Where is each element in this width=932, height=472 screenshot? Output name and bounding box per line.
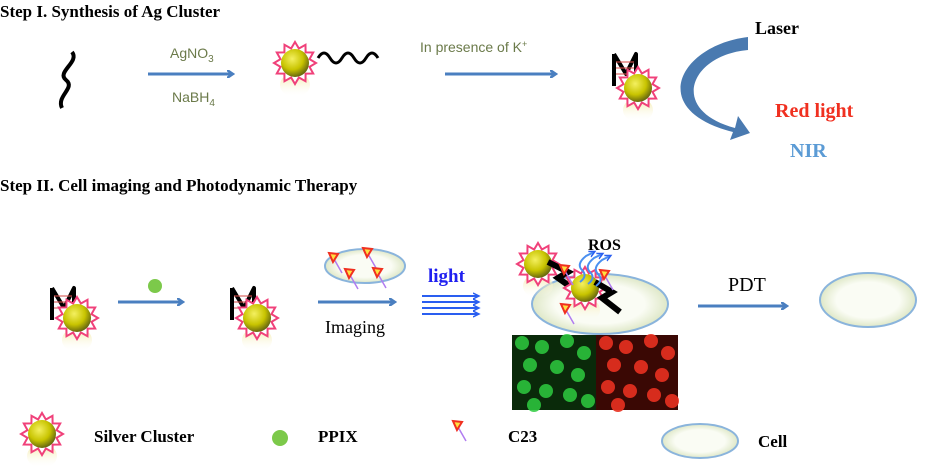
fluorescence-micrograph xyxy=(512,334,679,412)
cell-blob xyxy=(611,398,625,412)
cell-blob xyxy=(523,358,537,372)
cell-blob xyxy=(655,368,669,382)
cell-blob xyxy=(665,394,679,408)
legend-silver-cluster-icon xyxy=(20,412,64,469)
cell-blob xyxy=(619,340,633,354)
cell-blob xyxy=(577,346,591,360)
g-quadruplex-icon xyxy=(593,279,622,315)
cell-blob xyxy=(535,340,549,354)
pdt-label: PDT xyxy=(728,274,766,296)
cell-blob xyxy=(634,360,648,374)
cell-blob xyxy=(571,368,585,382)
step1-title: Step I. Synthesis of Ag Cluster xyxy=(0,2,221,21)
condition-label: In presence of K+ xyxy=(420,39,527,55)
cell-blob xyxy=(607,358,621,372)
silver-cluster-icon xyxy=(616,66,660,123)
ros-waves-icon xyxy=(578,252,610,287)
cell-blob xyxy=(647,388,661,402)
imaging-label: Imaging xyxy=(325,317,385,337)
reagent-nabh4: NaBH4 xyxy=(172,89,215,109)
cell-blob xyxy=(601,380,615,394)
legend-c23: C23 xyxy=(508,427,537,446)
reagent-agno3: AgNO3 xyxy=(170,45,214,65)
cell-blob xyxy=(527,398,541,412)
cell-blob xyxy=(517,380,531,394)
legend-cell-icon xyxy=(661,423,739,459)
dna-strand xyxy=(58,50,76,109)
legend-silver-cluster: Silver Cluster xyxy=(94,427,195,446)
red-light-label: Red light xyxy=(775,100,854,122)
legend-ppix-icon xyxy=(272,430,288,446)
cell-blob xyxy=(644,334,658,348)
laser-label: Laser xyxy=(755,18,799,38)
legend-c23-icon xyxy=(452,420,467,442)
cell-blob xyxy=(550,360,564,374)
ppix-icon xyxy=(148,279,162,293)
nir-label: NIR xyxy=(790,140,827,162)
cell-blob xyxy=(515,336,529,350)
light-label: light xyxy=(428,266,466,287)
dna-tail xyxy=(316,51,380,65)
cell-blob xyxy=(560,334,574,348)
cell-blob xyxy=(563,388,577,402)
cell-blob xyxy=(539,384,553,398)
cell-icon xyxy=(819,272,917,328)
light-rays-icon xyxy=(422,296,478,314)
curved-arrow-icon xyxy=(680,37,750,140)
cell-blob xyxy=(623,384,637,398)
silver-cluster-icon xyxy=(273,41,317,98)
cell-blob xyxy=(661,346,675,360)
g-quadruplex-icon xyxy=(546,259,577,293)
cell-blob xyxy=(581,394,595,408)
step2-title: Step II. Cell imaging and Photodynamic T… xyxy=(0,176,358,195)
legend-cell: Cell xyxy=(758,432,788,451)
legend-ppix: PPIX xyxy=(318,427,358,446)
cell-blob xyxy=(599,336,613,350)
ros-label: ROS xyxy=(588,237,621,254)
